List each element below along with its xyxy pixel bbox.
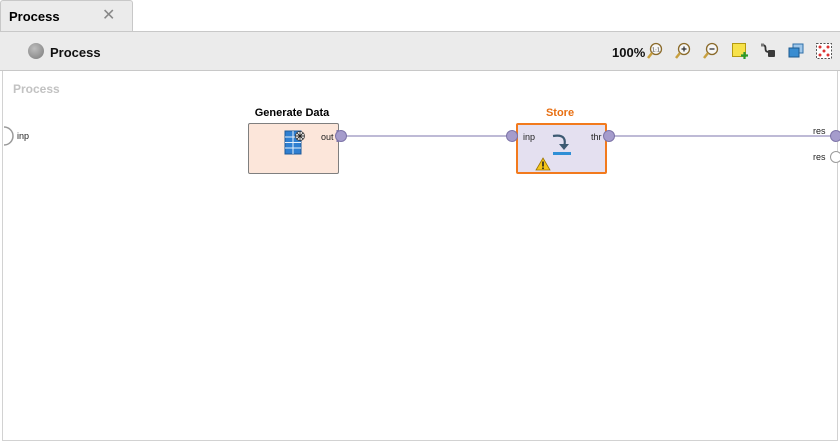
generate-data-title: Generate Data xyxy=(254,107,330,119)
add-note-icon[interactable] xyxy=(731,42,749,60)
breadcrumb[interactable]: Process xyxy=(50,45,101,60)
process-input-port-label: inp xyxy=(17,131,30,141)
result-port-1-label: res xyxy=(813,126,826,136)
auto-wire-icon[interactable] xyxy=(759,42,777,60)
zoom-out-icon[interactable] xyxy=(702,42,720,60)
close-icon[interactable]: ✕ xyxy=(102,7,116,24)
process-icon xyxy=(28,43,44,59)
tab-process[interactable]: Process ✕ xyxy=(0,0,133,32)
canvas-title: Process xyxy=(13,82,60,96)
store-thr-port-label: thr xyxy=(591,132,602,142)
store-thr-port[interactable] xyxy=(602,129,616,143)
generate-data-icon xyxy=(284,130,305,155)
store-inp-port[interactable] xyxy=(505,129,519,143)
zoom-fit-icon[interactable]: 1:1 xyxy=(646,42,664,60)
zoom-level: 100% xyxy=(612,45,646,60)
store-inp-port-label: inp xyxy=(523,132,536,142)
layers-icon[interactable] xyxy=(787,42,805,60)
zoom-in-icon[interactable] xyxy=(674,42,692,60)
result-port-2-label: res xyxy=(813,152,826,162)
tab-label: Process xyxy=(9,9,60,24)
store-icon xyxy=(552,134,571,155)
store-title: Store xyxy=(545,107,575,119)
process-toolbar: Process 100% 1:1 xyxy=(0,31,840,71)
process-canvas[interactable] xyxy=(2,71,838,441)
operator-generate-data[interactable]: out xyxy=(248,123,339,174)
warning-icon[interactable] xyxy=(535,157,551,171)
generate-out-port[interactable] xyxy=(334,129,348,143)
generate-out-port-label: out xyxy=(321,132,334,142)
tab-strip: Process ✕ xyxy=(0,0,840,32)
operator-store[interactable]: inp thr xyxy=(516,123,607,174)
svg-text:1:1: 1:1 xyxy=(652,48,660,54)
arrange-icon[interactable] xyxy=(815,42,833,60)
